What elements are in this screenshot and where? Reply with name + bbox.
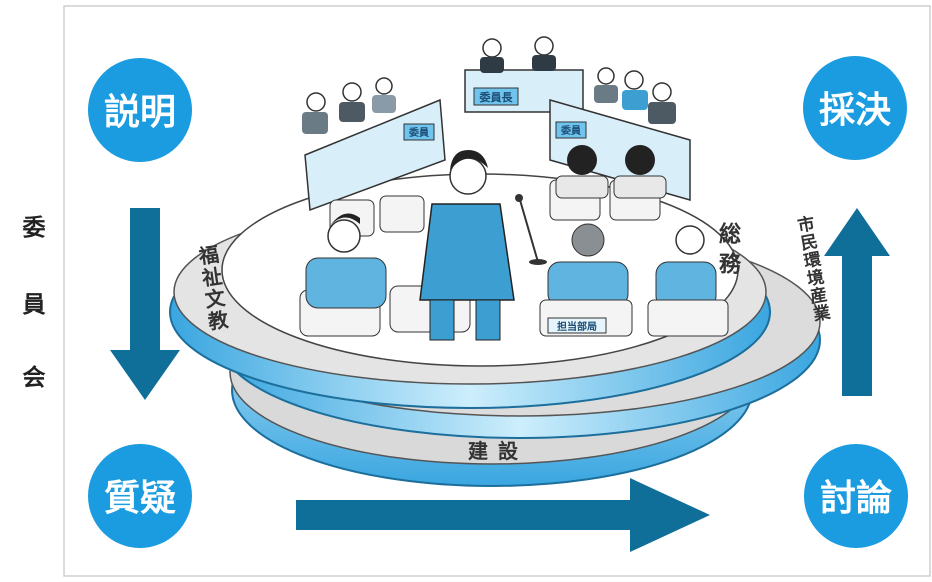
step-explanation-label: 説明 bbox=[104, 91, 176, 133]
left-member-nameplate bbox=[403, 123, 435, 141]
meeting-scene bbox=[299, 36, 729, 341]
staff-nameplate bbox=[547, 317, 607, 334]
staff-plate-label: 担当部局 bbox=[557, 320, 597, 333]
side-label-char-3: 会 bbox=[22, 365, 46, 391]
step-questions: 質疑 bbox=[88, 444, 192, 548]
chair-plate-label: 委員長 bbox=[479, 90, 514, 104]
right-arrow bbox=[296, 478, 710, 552]
right-member-plate-label: 委員 bbox=[560, 124, 581, 137]
step-questions-label: 質疑 bbox=[104, 477, 176, 519]
committee-general-affairs: 総務 bbox=[715, 221, 741, 282]
down-arrow bbox=[110, 208, 180, 400]
step-explanation: 説明 bbox=[88, 58, 192, 162]
side-label-char-1: 委 bbox=[22, 215, 46, 241]
step-discussion: 討論 bbox=[804, 444, 908, 548]
side-label-char-2: 員 bbox=[22, 292, 46, 318]
up-arrow bbox=[824, 208, 890, 396]
speaker-body bbox=[419, 203, 515, 301]
left-member-plate-label: 委員 bbox=[408, 126, 429, 139]
step-decision: 採決 bbox=[803, 56, 907, 160]
right-member-nameplate bbox=[555, 121, 587, 139]
flow-arrows bbox=[110, 208, 890, 552]
step-decision-label: 採決 bbox=[819, 89, 891, 131]
chair-nameplate bbox=[473, 87, 519, 106]
committee-construction: 建設 bbox=[468, 439, 528, 463]
step-discussion-label: 討論 bbox=[820, 477, 892, 519]
